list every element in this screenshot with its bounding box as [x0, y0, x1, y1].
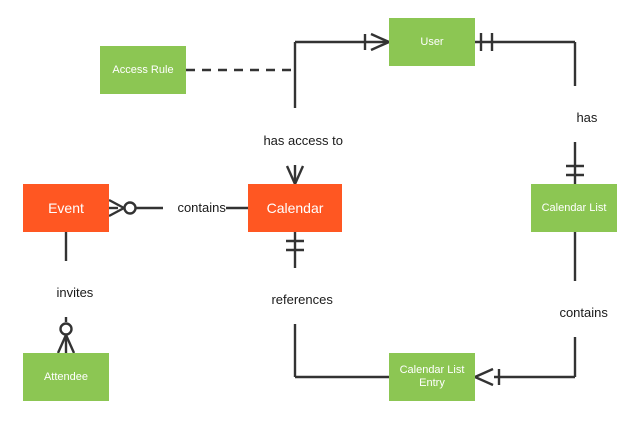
edge-label-references-text: references	[271, 292, 333, 307]
entity-user-label: User	[420, 35, 444, 48]
entity-event[interactable]: Event	[23, 184, 109, 232]
entity-calendar-list[interactable]: Calendar List	[531, 184, 617, 232]
entity-user[interactable]: User	[389, 18, 475, 66]
entity-calendar-list-label: Calendar List	[541, 201, 607, 214]
edge-label-has-access-to-text: has access to	[263, 133, 343, 148]
crowsfoot-event-right	[108, 198, 137, 218]
entity-access-rule[interactable]: Access Rule	[100, 46, 186, 94]
cardinality-user-right-one	[479, 33, 494, 51]
edge-label-has-access-to: has access to	[249, 117, 343, 165]
entity-event-label: Event	[48, 199, 84, 216]
crowsfoot-attendee-top	[56, 322, 76, 354]
entity-access-rule-label: Access Rule	[112, 63, 174, 76]
edge-label-invites: invites	[42, 269, 94, 317]
cardinality-calendarlist-top-one	[566, 164, 584, 177]
entity-calendar-list-entry-label: Calendar List Entry	[399, 364, 465, 389]
edge-label-contains-event-calendar-text: contains	[177, 200, 226, 215]
crowsfoot-user-left	[363, 32, 390, 52]
cardinality-calendar-bottom-one	[286, 239, 304, 252]
edge-label-invites-text: invites	[56, 285, 94, 300]
entity-calendar[interactable]: Calendar	[248, 184, 342, 232]
edge-label-has-text: has	[576, 110, 598, 125]
entity-calendar-label: Calendar	[266, 199, 324, 216]
crowsfoot-calendarlistentry-right	[474, 367, 501, 387]
entity-calendar-list-entry[interactable]: Calendar List Entry	[389, 353, 475, 401]
edge-label-contains-event-calendar: contains	[163, 184, 226, 232]
edge-label-has: has	[562, 94, 598, 142]
entity-attendee[interactable]: Attendee	[23, 353, 109, 401]
edge-label-contains-calendarlist: contains	[545, 289, 608, 337]
edge-label-references: references	[257, 276, 333, 324]
entity-attendee-label: Attendee	[43, 370, 89, 383]
edge-label-contains-calendarlist-text: contains	[559, 305, 608, 320]
